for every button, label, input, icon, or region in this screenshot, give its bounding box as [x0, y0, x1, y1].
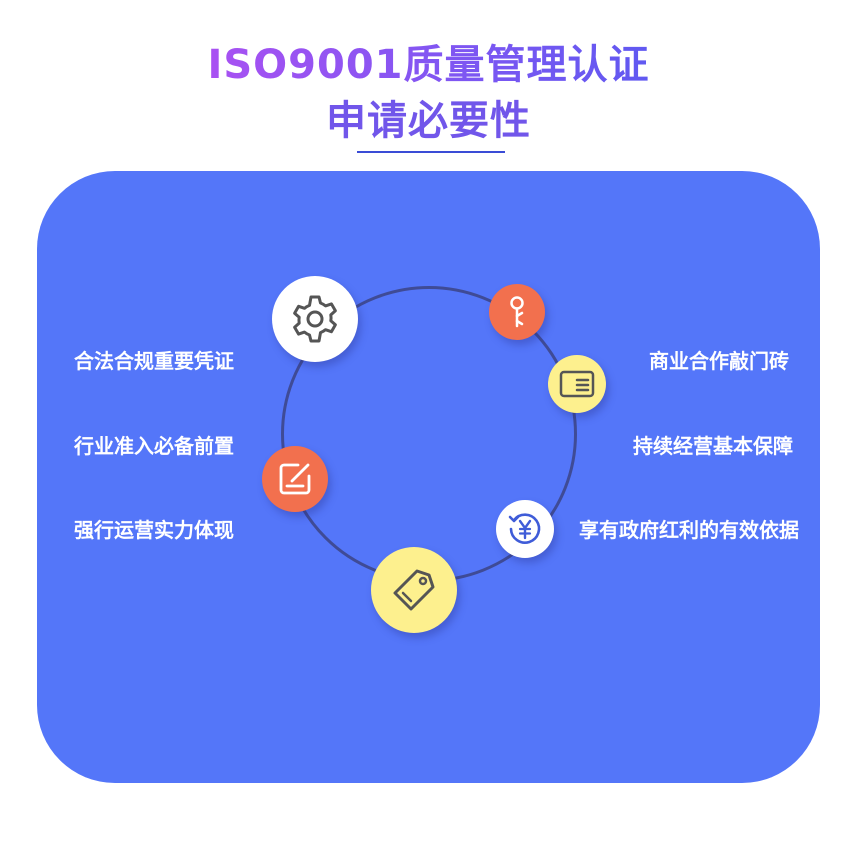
left-label-3: 强行运营实力体现 — [74, 518, 234, 542]
edit-node — [262, 446, 328, 512]
yuan-refresh-icon — [508, 513, 541, 544]
key-node — [489, 284, 545, 340]
left-label-2: 行业准入必备前置 — [74, 434, 234, 458]
card-node — [548, 355, 606, 413]
title-line-1: ISO9001质量管理认证 — [0, 32, 857, 90]
title-divider — [357, 151, 505, 153]
gear-node — [272, 276, 358, 362]
tag-node — [371, 547, 457, 633]
yuan-node — [496, 500, 554, 558]
edit-icon — [279, 463, 311, 495]
right-label-2: 持续经营基本保障 — [633, 434, 793, 458]
title-line-2: 申请必要性 — [326, 98, 531, 144]
key-icon — [510, 296, 524, 328]
gear-icon — [293, 295, 337, 343]
right-label-1: 商业合作敲门砖 — [649, 349, 789, 373]
card-icon — [559, 370, 595, 398]
right-label-3: 享有政府红利的有效依据 — [579, 518, 799, 542]
left-label-1: 合法合规重要凭证 — [74, 349, 234, 373]
tag-icon — [393, 569, 435, 611]
